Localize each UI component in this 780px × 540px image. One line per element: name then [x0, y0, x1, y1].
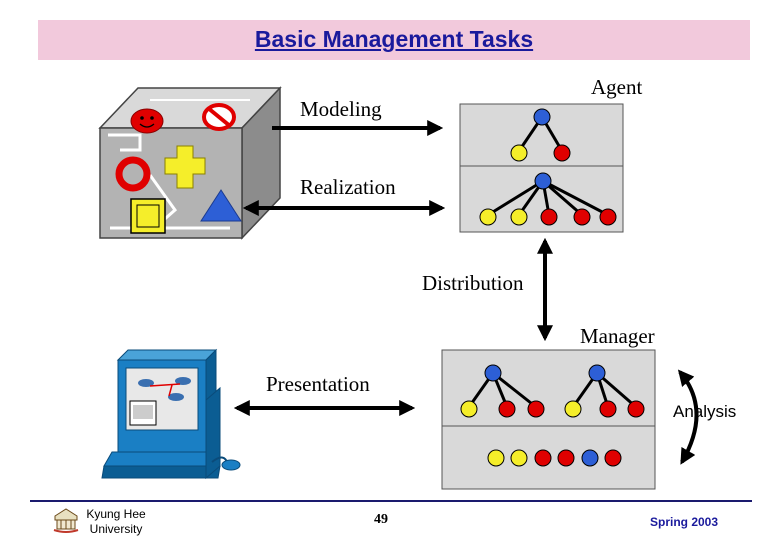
manager-node-row — [487, 449, 622, 467]
distribution-label: Distribution — [422, 271, 524, 295]
university-logo-icon — [53, 508, 79, 533]
plus-icon — [164, 145, 206, 189]
title-bar: Basic Management Tasks — [38, 20, 750, 60]
manager-tree-2 — [564, 364, 645, 418]
agent-label: Agent — [591, 75, 643, 99]
page-number: 49 — [374, 512, 388, 527]
smiley-icon — [130, 108, 164, 134]
presentation-label: Presentation — [266, 372, 370, 396]
ring-icon — [115, 156, 151, 192]
modeling-label: Modeling — [300, 97, 382, 121]
shape-cube-icon — [98, 86, 282, 240]
manager-label: Manager — [580, 324, 655, 348]
footer-university: Kyung Hee University — [86, 507, 146, 536]
slide-title: Basic Management Tasks — [254, 26, 534, 52]
computer-icon — [101, 348, 241, 480]
footer-term: Spring 2003 — [650, 515, 719, 529]
realization-label: Realization — [300, 175, 396, 199]
footer-divider — [30, 500, 752, 502]
analysis-label: Analysis — [673, 402, 737, 421]
agent-real-tree — [479, 172, 617, 226]
prohibition-icon — [202, 103, 236, 131]
analysis-arrow — [677, 369, 699, 465]
manager-panel — [441, 349, 656, 490]
agent-model-tree — [510, 108, 571, 162]
agent-panel — [459, 103, 624, 233]
triangle-icon — [200, 189, 242, 222]
square-icon — [130, 198, 166, 234]
manager-tree-1 — [460, 364, 545, 418]
